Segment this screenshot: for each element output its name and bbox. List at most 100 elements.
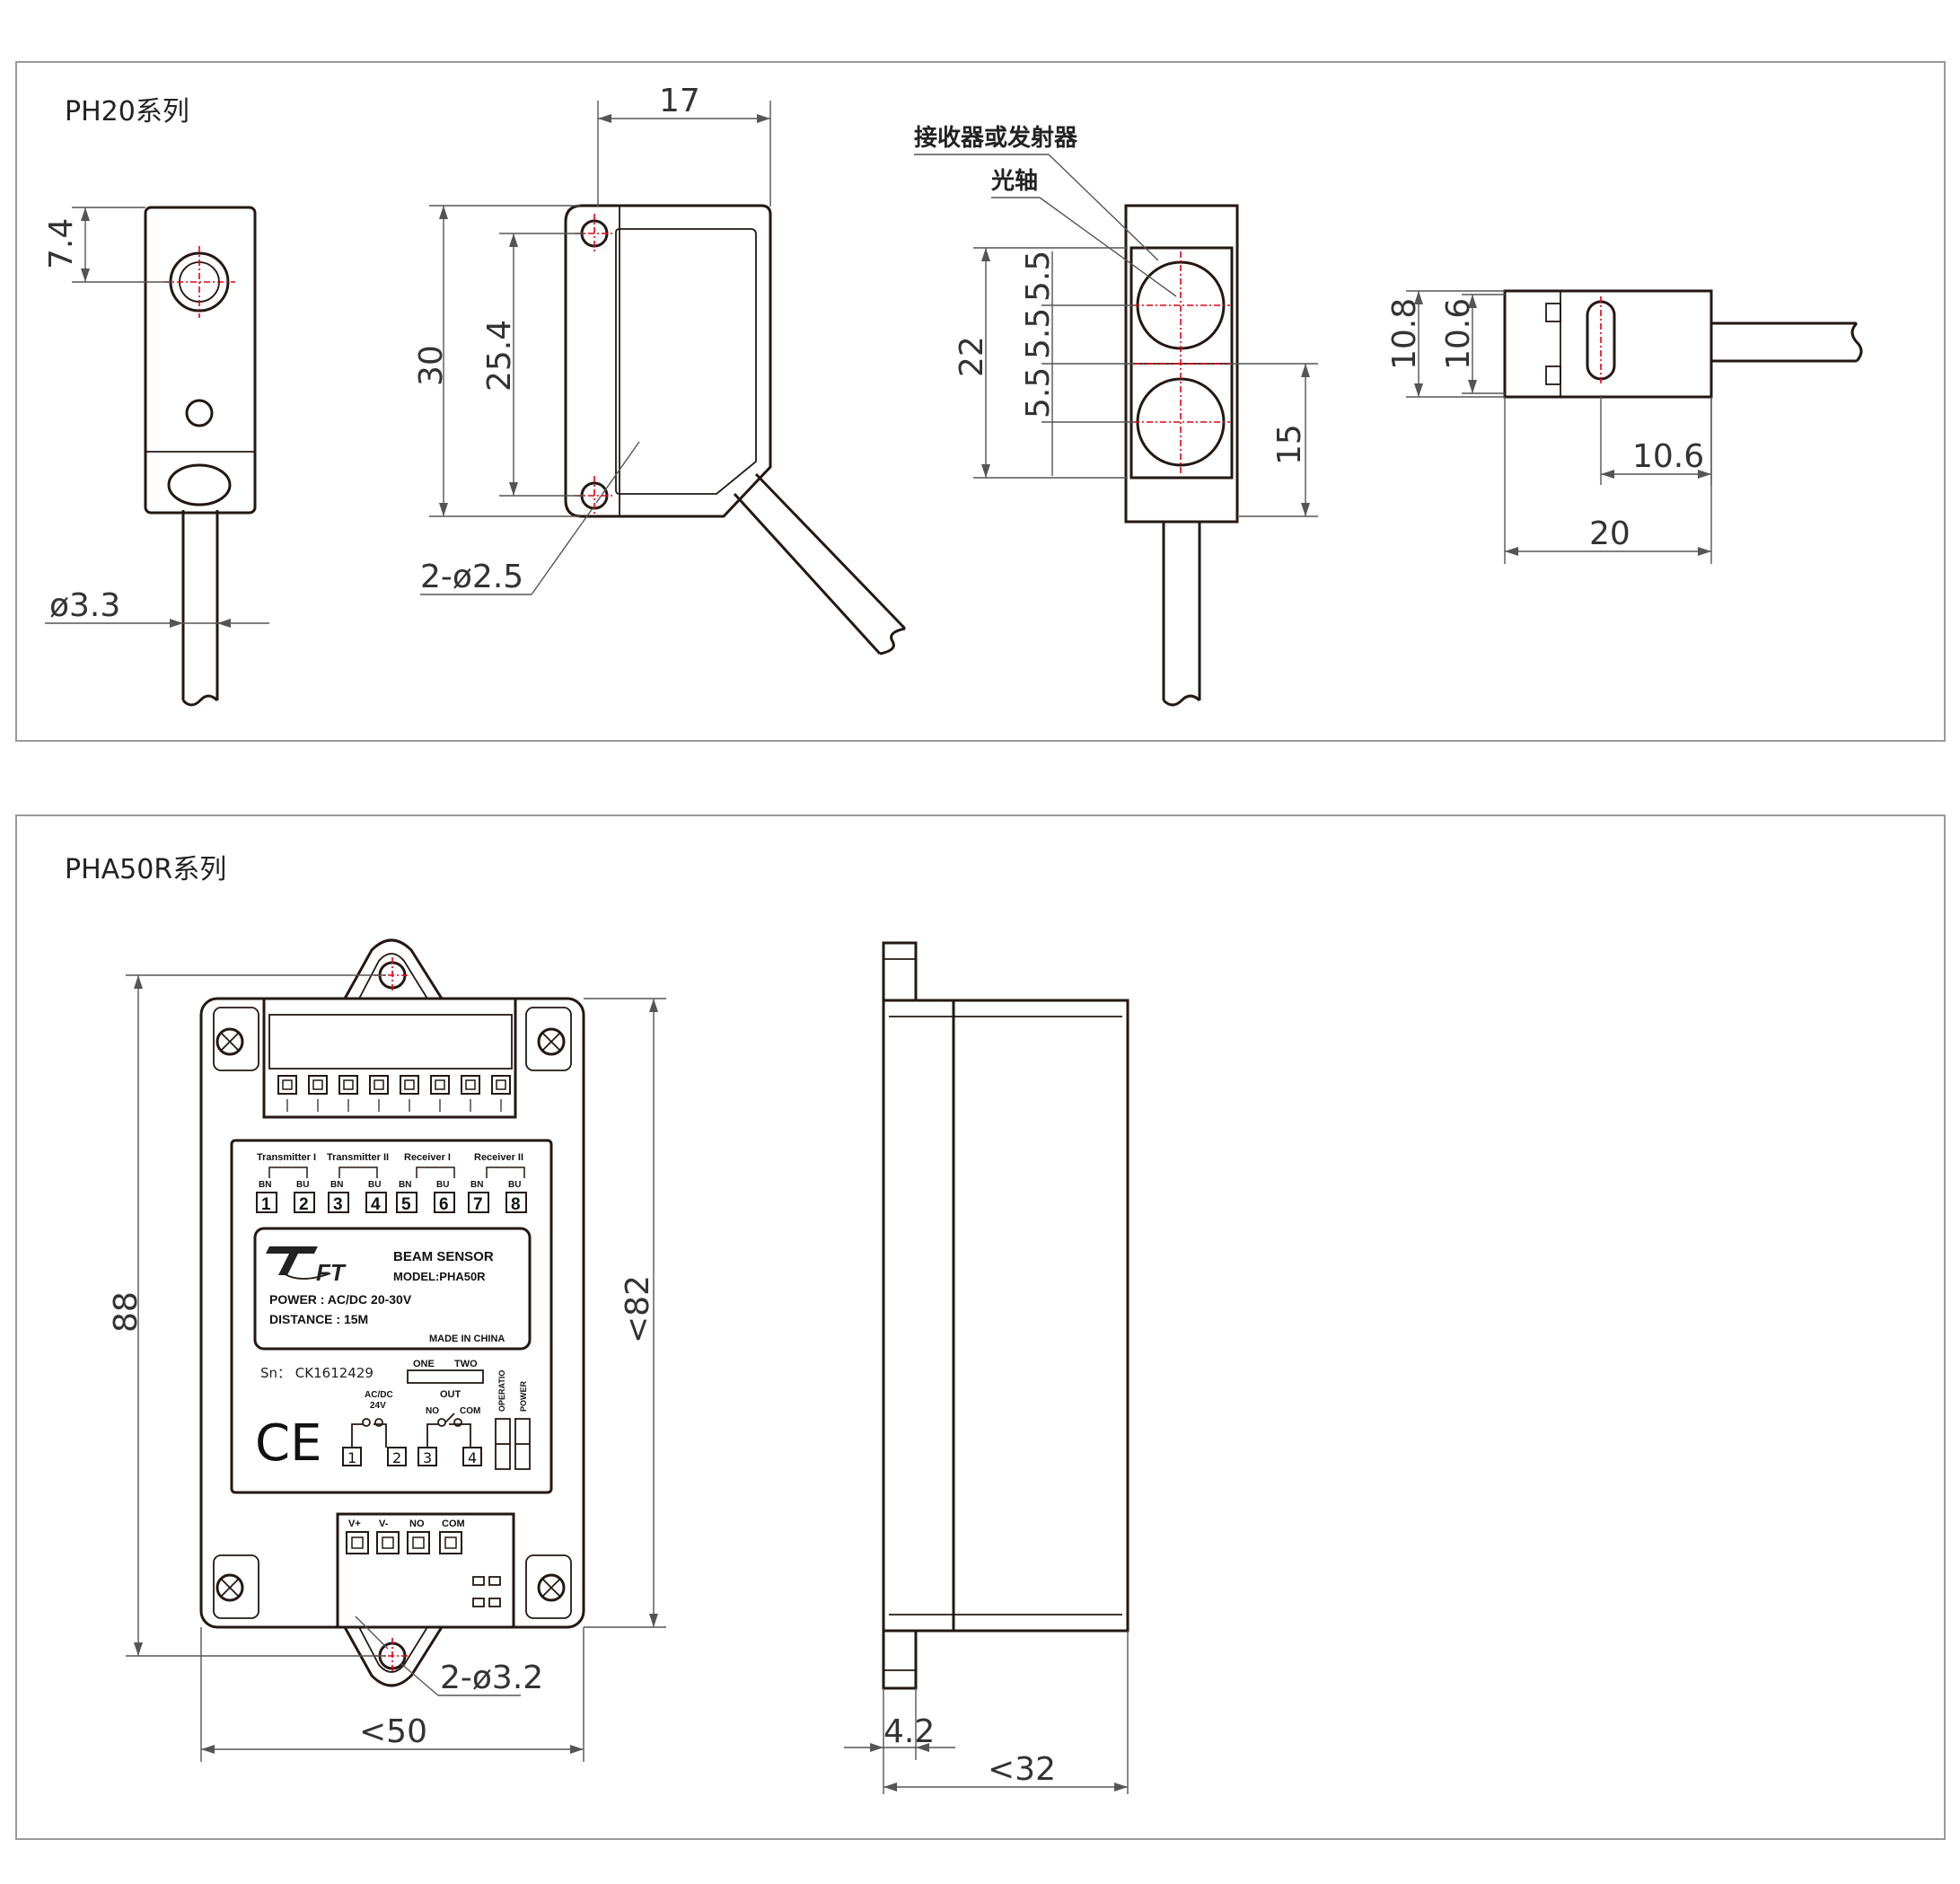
wiring-number-box xyxy=(342,1447,362,1466)
dim-lt82: <82 xyxy=(620,1275,656,1343)
dim-20: 20 xyxy=(1589,515,1630,552)
terminal-number: 4 xyxy=(371,1195,381,1214)
tsft-logo: FT xyxy=(266,1246,347,1286)
label-ac-dc: AC/DC xyxy=(365,1390,393,1400)
dim-lt32: <32 xyxy=(988,1751,1056,1788)
ph20-title: PH20系列 xyxy=(65,96,189,128)
terminal-screw xyxy=(308,1075,328,1095)
wiring-number-boxes: 1 2 3 4 xyxy=(342,1447,482,1466)
wiring-number: 2 xyxy=(392,1449,401,1466)
wire-color-label: BU xyxy=(296,1180,309,1190)
dim-4-2: 4.2 xyxy=(883,1713,935,1750)
label-ac-dc-v: 24V xyxy=(370,1401,386,1411)
label-optical-axis: 光轴 xyxy=(990,168,1038,195)
label-no: NO xyxy=(426,1406,439,1416)
terminal-block-top xyxy=(277,1075,511,1112)
pha50r-side-view: 4.2 <32 xyxy=(844,941,1129,1794)
dim-88: 88 xyxy=(108,1291,145,1333)
label-serial: Sn： CK1612429 xyxy=(260,1365,374,1381)
dim-holes-3-2: 2-ø3.2 xyxy=(440,1660,543,1696)
dim-25-4: 25.4 xyxy=(481,320,518,392)
dim-5-5-b: 5.5 xyxy=(1020,308,1057,359)
wire-color-label: BN xyxy=(470,1180,483,1190)
wiring-number-box xyxy=(462,1447,482,1466)
terminal-screw xyxy=(369,1075,389,1095)
dim-phi-3-3: ø3.3 xyxy=(49,587,120,624)
terminal-block-bottom: V+ V- NO COM xyxy=(346,1519,465,1554)
screw-icon xyxy=(537,1027,566,1056)
ph20-side-view: 17 30 25.4 2-ø2.5 xyxy=(413,83,907,656)
terminal-screw xyxy=(430,1075,450,1095)
terminal-group-label: Transmitter II xyxy=(327,1152,389,1163)
terminal-number-box xyxy=(468,1192,489,1213)
terminal-screw xyxy=(376,1531,400,1554)
label-out: OUT xyxy=(440,1389,461,1400)
bottom-terminal-label: V- xyxy=(379,1519,389,1529)
label-product: BEAM SENSOR xyxy=(393,1249,494,1264)
terminal-screw xyxy=(277,1075,297,1095)
label-operation: OPERATIO xyxy=(497,1370,506,1412)
dim-10-6-a: 10.6 xyxy=(1440,298,1477,370)
label-mode-two: TWO xyxy=(454,1359,478,1369)
label-distance: DISTANCE : 15M xyxy=(269,1312,368,1326)
terminal-number: 2 xyxy=(299,1195,309,1214)
wiring-number: 3 xyxy=(423,1449,432,1466)
wiring-number-box xyxy=(417,1447,437,1466)
dim-10-8: 10.8 xyxy=(1386,298,1423,370)
wire-color-label: BN xyxy=(330,1180,343,1190)
terminal-number-box xyxy=(396,1192,417,1213)
svg-text:FT: FT xyxy=(316,1259,347,1286)
screw-icon xyxy=(537,1573,566,1602)
bottom-terminal-label: NO xyxy=(409,1519,425,1529)
terminal-screw xyxy=(461,1075,480,1095)
terminal-screw xyxy=(346,1531,369,1554)
terminal-screw xyxy=(400,1075,419,1095)
ph20-panel xyxy=(15,61,1946,742)
dim-7-4: 7.4 xyxy=(43,218,80,269)
terminal-number-box xyxy=(294,1192,315,1213)
label-com: COM xyxy=(460,1406,480,1416)
dim-5-5-a: 5.5 xyxy=(1020,251,1057,302)
terminal-number: 5 xyxy=(401,1195,411,1214)
ph20-lens-view: 接收器或发射器 光轴 22 5.5 5.5 5.5 15 xyxy=(914,124,1318,707)
terminal-number-box xyxy=(434,1192,455,1213)
label-power: POWER : AC/DC 20-30V xyxy=(269,1292,412,1307)
label-mode-one: ONE xyxy=(413,1359,435,1369)
terminal-screw xyxy=(491,1075,511,1095)
terminal-screw xyxy=(338,1075,358,1095)
terminal-number: 8 xyxy=(511,1195,521,1214)
dim-22: 22 xyxy=(954,336,990,377)
bottom-terminal-label: V+ xyxy=(348,1519,361,1529)
terminal-group-label: Receiver II xyxy=(474,1152,523,1163)
bottom-terminal-label: COM xyxy=(442,1519,465,1529)
wiring-number-box xyxy=(387,1447,407,1466)
terminal-number: 3 xyxy=(333,1195,343,1214)
terminal-number-box xyxy=(256,1192,277,1213)
terminal-number: 1 xyxy=(261,1195,271,1214)
wire-color-label: BU xyxy=(508,1180,521,1190)
wiring-number: 1 xyxy=(347,1449,356,1466)
wire-color-label: BN xyxy=(259,1180,271,1190)
terminal-number: 6 xyxy=(439,1195,449,1214)
terminal-number: 7 xyxy=(473,1195,483,1214)
ph20-top-view: 10.8 10.6 10.6 20 xyxy=(1386,289,1863,564)
screw-icon xyxy=(215,1573,244,1602)
dim-10-6-b: 10.6 xyxy=(1632,438,1704,475)
terminal-number-box xyxy=(328,1192,349,1213)
terminal-group-labels: Transmitter I Transmitter II Receiver I Rec… xyxy=(257,1152,525,1178)
wiring-number: 4 xyxy=(468,1449,477,1466)
dim-17: 17 xyxy=(659,83,700,119)
dim-30: 30 xyxy=(413,345,450,386)
terminal-number-box xyxy=(365,1192,387,1213)
dim-holes-2-5: 2-ø2.5 xyxy=(420,559,523,595)
terminal-screw xyxy=(407,1531,430,1554)
dim-5-5-c: 5.5 xyxy=(1020,367,1057,418)
dim-lt50: <50 xyxy=(359,1713,427,1750)
terminal-number-box xyxy=(505,1192,527,1213)
pha50r-panel xyxy=(15,814,1946,1840)
terminal-group-label: Receiver I xyxy=(404,1152,451,1163)
ph20-front-view: 7.4 ø3.3 xyxy=(43,206,269,707)
terminal-group-label: Transmitter I xyxy=(257,1152,316,1163)
